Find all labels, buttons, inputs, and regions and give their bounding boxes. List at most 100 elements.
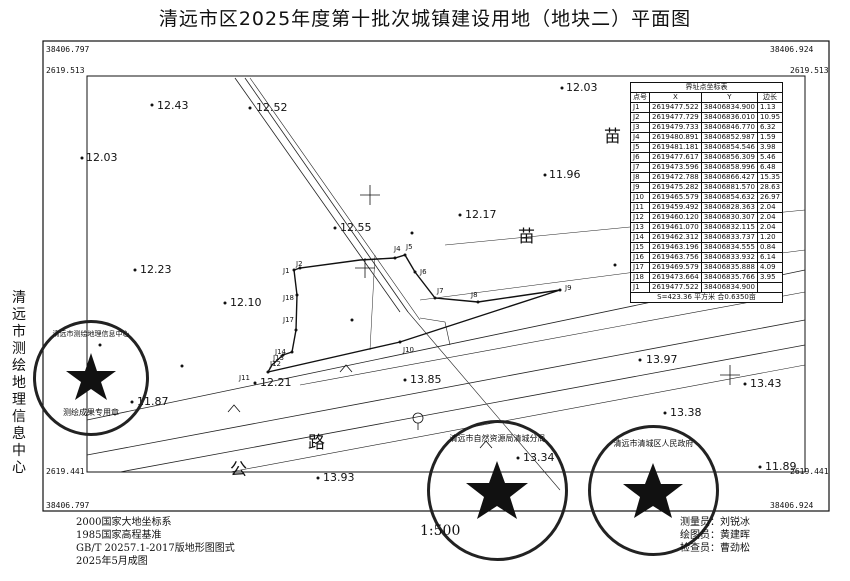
- table-cell: J11: [630, 202, 650, 213]
- table-header: 边长: [756, 92, 784, 103]
- table-cell: J17: [630, 262, 650, 273]
- map-text-miao: 苗: [518, 227, 535, 247]
- elevation-label: 12.21: [260, 376, 292, 389]
- table-cell: 2619473.596: [649, 162, 702, 173]
- table-cell: 2.04: [756, 202, 784, 213]
- table-cell: 2619477.522: [649, 282, 702, 293]
- height-datum: 1985国家高程基准: [76, 530, 162, 541]
- table-cell: 38406834.900: [700, 102, 758, 113]
- road-edge-3: [119, 344, 806, 473]
- elevation-label: 13.85: [410, 373, 442, 386]
- point-label: J13: [273, 354, 284, 362]
- boundary-vertices: [266, 253, 562, 374]
- table-header: Y: [700, 92, 758, 103]
- table-cell: J9: [630, 182, 650, 193]
- point-label: J17: [283, 316, 294, 324]
- point-label: J4: [394, 245, 401, 253]
- corner-bottom-left-x: 38406.797: [46, 501, 90, 510]
- table-cell: 2619473.664: [649, 272, 702, 283]
- table-cell: 2619479.733: [649, 122, 702, 133]
- corner-top-right-x: 38406.924: [770, 45, 814, 54]
- table-cell: 6.48: [756, 162, 784, 173]
- point-label: J8: [471, 291, 478, 299]
- elevation-label: 12.17: [465, 208, 497, 221]
- table-cell: 4.09: [756, 262, 784, 273]
- point-label: J2: [296, 260, 303, 268]
- table-cell: J3: [630, 122, 650, 133]
- table-cell: 38406858.996: [700, 162, 758, 173]
- table-cell: 28.63: [756, 182, 784, 193]
- table-header: 点号: [630, 92, 650, 103]
- table-header: X: [649, 92, 702, 103]
- seal-star-icon: [66, 353, 116, 400]
- elevation-label: 11.89: [765, 460, 797, 473]
- table-cell: 2.04: [756, 222, 784, 233]
- drafter: 绘图员：黄建晖: [680, 530, 750, 541]
- table-cell: 38406830.307: [700, 212, 758, 223]
- table-cell: 38406846.770: [700, 122, 758, 133]
- building-outline: [419, 317, 451, 346]
- table-cell: 2619463.756: [649, 252, 702, 263]
- point-label: J12: [270, 360, 281, 368]
- table-cell: 2619459.492: [649, 202, 702, 213]
- corner-bottom-right-y: 2619.441: [790, 467, 829, 476]
- table-cell: 38406835.766: [700, 272, 758, 283]
- table-cell: J4: [630, 132, 650, 143]
- seal-ring-text: 清远市清城区人民政府: [613, 439, 694, 448]
- point-label: J14: [275, 348, 286, 356]
- footer-right: 测量员：刘锐冰 绘图员：黄建晖 检查员：曹劲松: [680, 516, 750, 555]
- seal-center-text: 测绘成果专用章: [63, 408, 119, 417]
- table-cell: J5: [630, 142, 650, 153]
- table-cell: 38406881.570: [700, 182, 758, 193]
- table-cell: J1: [630, 102, 650, 113]
- table-cell: J1: [630, 282, 650, 293]
- elevation-label: 12.10: [230, 296, 262, 309]
- point-label: J9: [565, 284, 572, 292]
- table-cell: 2619469.579: [649, 262, 702, 273]
- table-cell: 2619463.196: [649, 242, 702, 253]
- table-cell: 38406835.888: [700, 262, 758, 273]
- elevation-label: 12.52: [256, 101, 288, 114]
- table-cell: 1.20: [756, 232, 784, 243]
- corner-top-left-y: 2619.513: [46, 66, 85, 75]
- table-cell: J6: [630, 152, 650, 163]
- corner-bottom-left-y: 2619.441: [46, 467, 85, 476]
- table-cell: 2619475.282: [649, 182, 702, 193]
- table-cell: J16: [630, 252, 650, 263]
- corner-bottom-right-x: 38406.924: [770, 501, 814, 510]
- table-cell: 38406854.632: [700, 192, 758, 203]
- table-cell: 2619462.312: [649, 232, 702, 243]
- table-cell: 38406852.987: [700, 132, 758, 143]
- elevation-label: 13.38: [670, 406, 702, 419]
- table-cell: 10.95: [756, 112, 784, 123]
- elevation-label: 13.97: [646, 353, 678, 366]
- table-cell: 2.04: [756, 212, 784, 223]
- middle-seal: 清远市自然资源局清城分局: [427, 420, 568, 561]
- table-cell: 38406833.932: [700, 252, 758, 263]
- table-cell: 6.32: [756, 122, 784, 133]
- point-label: J6: [420, 268, 427, 276]
- elevation-label: 12.55: [340, 221, 372, 234]
- map-date: 2025年5月成图: [76, 556, 148, 567]
- ditch-line-2: [244, 77, 409, 313]
- table-cell: J15: [630, 242, 650, 253]
- table-cell: 38406828.363: [700, 202, 758, 213]
- map-text-road: 路: [308, 433, 325, 453]
- table-cell: 2619477.729: [649, 112, 702, 123]
- table-cell: J8: [630, 172, 650, 183]
- point-label: J10: [403, 346, 414, 354]
